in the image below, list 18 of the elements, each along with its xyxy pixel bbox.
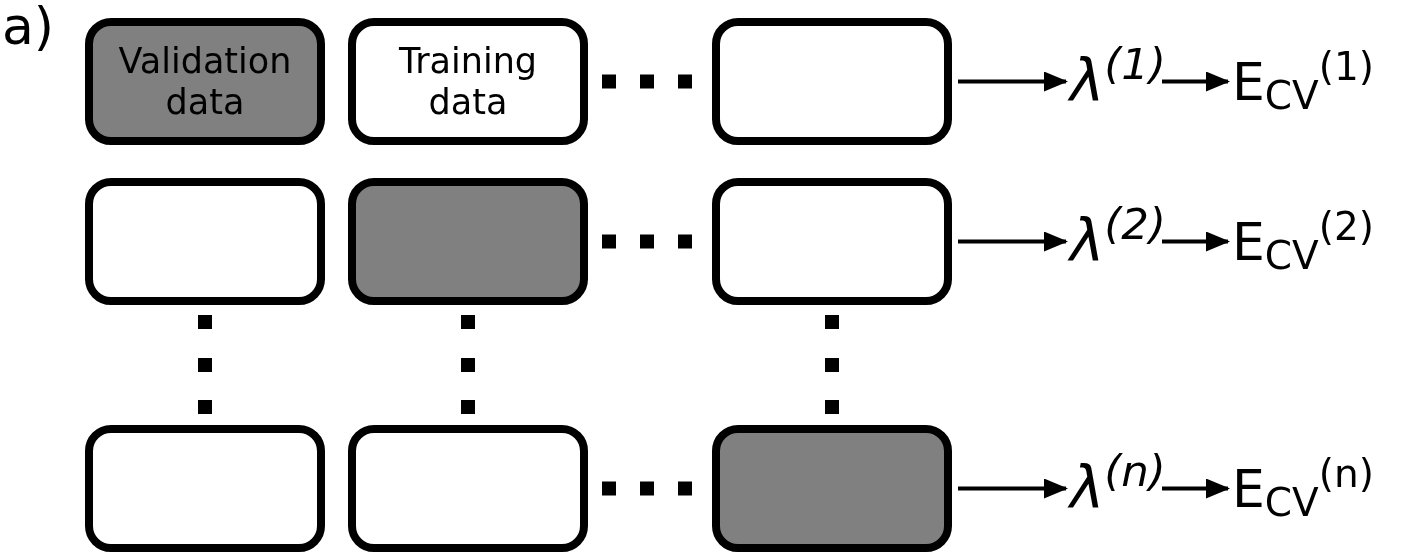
arrow [958, 231, 1068, 252]
empty-block [85, 425, 325, 552]
empty-block [348, 425, 588, 552]
empty-block [712, 18, 952, 145]
data-block [348, 18, 588, 145]
arrow [958, 71, 1068, 92]
panel-label: a) [2, 0, 55, 52]
empty-block [712, 178, 952, 305]
empty-block [348, 178, 588, 305]
empty-block [712, 425, 952, 552]
arrow [1162, 71, 1230, 92]
block-label: Training data [397, 41, 539, 122]
arrow [958, 478, 1068, 499]
block-label: Validation data [117, 41, 293, 122]
empty-block [85, 178, 325, 305]
arrow [1162, 231, 1230, 252]
data-block [85, 18, 325, 145]
arrow [1162, 478, 1230, 499]
